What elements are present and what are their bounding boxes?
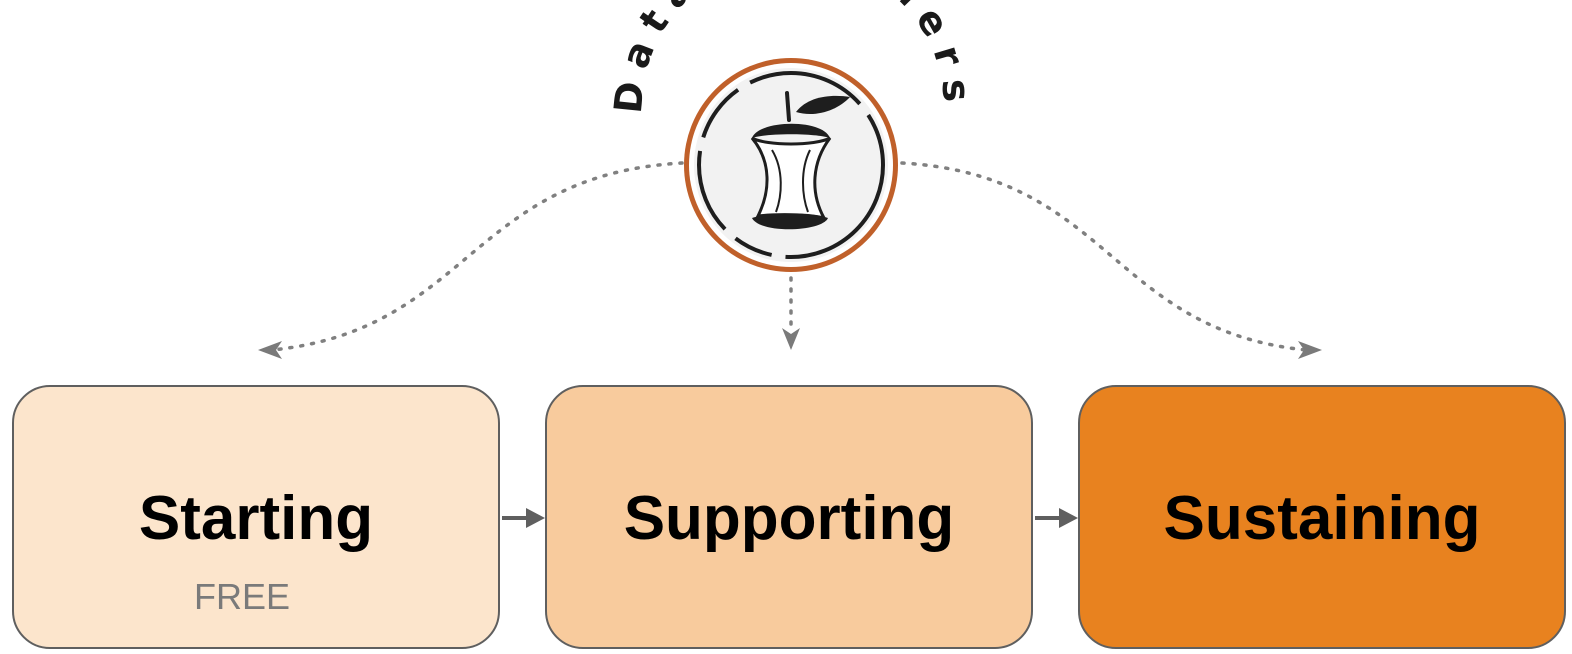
stage-supporting: Supporting — [545, 385, 1033, 649]
apple-core-icon — [750, 91, 850, 230]
stage-sustaining-title: Sustaining — [1163, 484, 1481, 553]
stage-starting-price: FREE — [194, 576, 291, 617]
data-providers-logo — [684, 58, 898, 272]
stage-supporting-title: Supporting — [623, 484, 955, 553]
dotted-arrow-right — [900, 161, 1322, 359]
stage-starting: Starting FREE — [12, 385, 500, 649]
stage-starting-title: Starting — [138, 484, 374, 553]
dotted-arrow-center — [782, 276, 800, 350]
stage-sustaining: Sustaining — [1078, 385, 1566, 649]
dotted-arrow-left — [258, 161, 684, 359]
connector-starting-to-supporting — [502, 508, 545, 528]
connector-supporting-to-sustaining — [1035, 508, 1078, 528]
